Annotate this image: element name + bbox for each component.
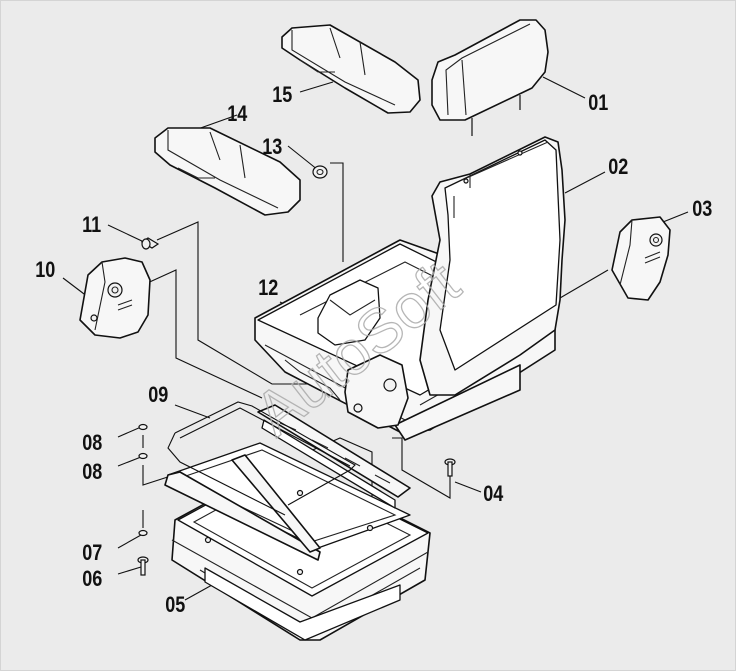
callout-08-upper: 08 [82, 431, 102, 455]
part-07-08-washers [138, 423, 148, 537]
part-11-bolt [140, 237, 160, 250]
part-06-bolt [137, 556, 149, 576]
callout-08-lower: 08 [82, 460, 102, 484]
callout-14: 14 [227, 102, 248, 126]
part-14-armrest-lower [154, 127, 301, 216]
part-15-armrest-top [281, 24, 421, 114]
callout-labels: 01 02 03 04 05 06 07 08 08 09 10 11 12 1… [35, 83, 712, 617]
callout-03: 03 [692, 197, 712, 221]
callout-10: 10 [35, 258, 55, 282]
callout-01: 01 [588, 91, 608, 115]
callout-15: 15 [272, 83, 292, 107]
part-10-side-cover-left [79, 257, 151, 339]
part-13-sleeve [312, 165, 328, 179]
callout-12: 12 [258, 276, 278, 300]
callout-11: 11 [82, 213, 101, 237]
part-09-wire-frame [167, 401, 356, 516]
callout-05: 05 [165, 593, 185, 617]
part-03-side-cover-right [611, 216, 671, 301]
part-01-headrest [431, 19, 549, 136]
part-upper-rail [257, 404, 411, 509]
callout-06: 06 [82, 567, 102, 591]
callout-07: 07 [82, 541, 102, 565]
callout-02: 02 [608, 155, 628, 179]
callout-13: 13 [262, 135, 282, 159]
part-04-screw [444, 458, 456, 477]
callout-09: 09 [148, 383, 168, 407]
part-02-seat-body [254, 136, 566, 441]
part-slide-rails [164, 442, 411, 576]
callout-04: 04 [483, 482, 504, 506]
